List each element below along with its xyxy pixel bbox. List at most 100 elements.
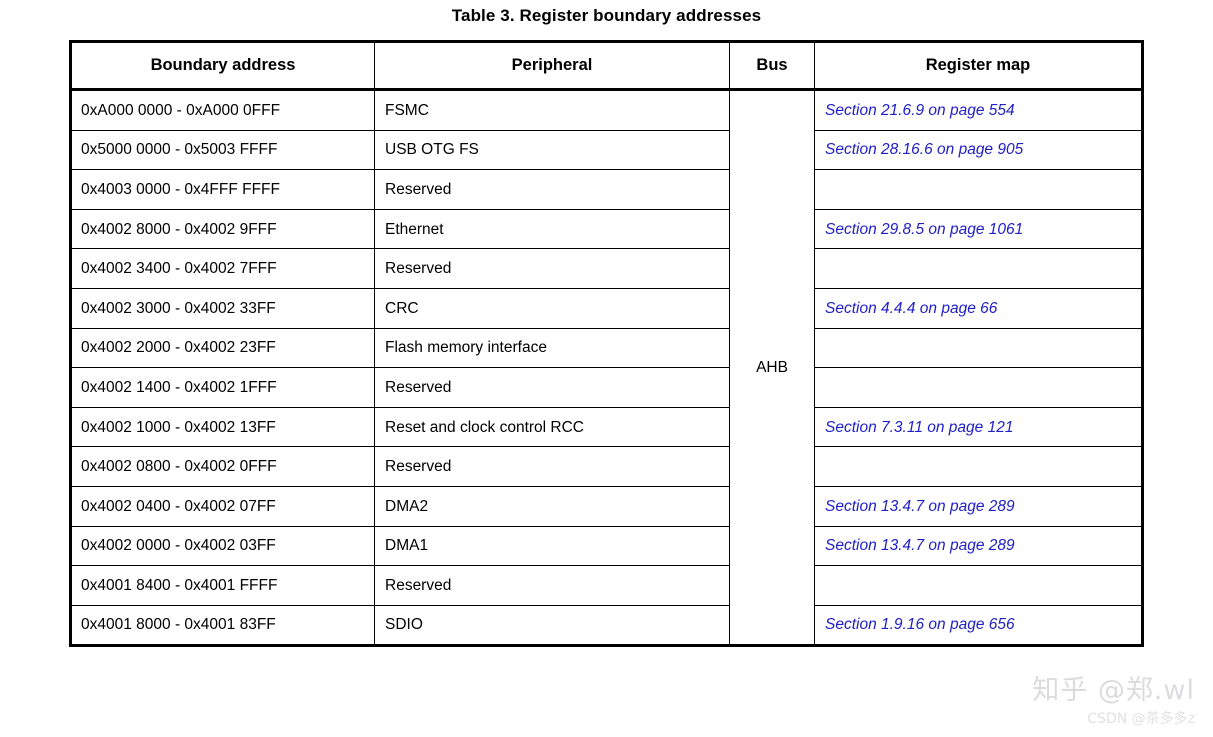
- header-row: Boundary address Peripheral Bus Register…: [69, 41, 1144, 91]
- peripheral-text: Flash memory interface: [385, 339, 547, 357]
- boundary-address-text: 0x4002 1000 - 0x4002 13FF: [81, 418, 276, 436]
- cell-peripheral: DMA2: [374, 485, 730, 527]
- peripheral-text: CRC: [385, 299, 419, 317]
- cell-register-map-empty: [814, 327, 1144, 369]
- register-map-link-text[interactable]: Section 1.9.16 on page 656: [825, 616, 1015, 634]
- peripheral-text: Reserved: [385, 260, 452, 278]
- cell-register-map-empty: [814, 169, 1144, 210]
- cell-register-map-empty: [814, 248, 1144, 289]
- cell-peripheral: CRC: [374, 287, 730, 329]
- table-row: 0x4002 1400 - 0x4002 1FFF Reserved: [69, 367, 1144, 408]
- cell-peripheral: Reserved: [374, 565, 730, 606]
- boundary-address-text: 0x4002 0800 - 0x4002 0FFF: [81, 458, 277, 476]
- cell-boundary-address: 0x4002 1400 - 0x4002 1FFF: [69, 367, 375, 408]
- peripheral-text: Ethernet: [385, 220, 444, 238]
- peripheral-text: Reserved: [385, 180, 452, 198]
- table-row: 0x4002 3000 - 0x4002 33FF CRC Section 4.4.…: [69, 287, 1144, 329]
- cell-boundary-address: 0x4002 2000 - 0x4002 23FF: [69, 327, 375, 369]
- cell-register-map-link[interactable]: Section 13.4.7 on page 289: [814, 525, 1144, 567]
- peripheral-text: Reset and clock control RCC: [385, 418, 584, 436]
- column-header-boundary-address: Boundary address: [69, 41, 375, 91]
- cell-boundary-address: 0x4003 0000 - 0x4FFF FFFF: [69, 169, 375, 210]
- cell-boundary-address: 0x4002 3400 - 0x4002 7FFF: [69, 248, 375, 289]
- table-row: 0x4002 8000 - 0x4002 9FFF Ethernet Section…: [69, 208, 1144, 250]
- column-header-peripheral: Peripheral: [374, 41, 730, 91]
- cell-boundary-address: 0x4002 0000 - 0x4002 03FF: [69, 525, 375, 567]
- register-map-link-text[interactable]: Section 4.4.4 on page 66: [825, 299, 998, 317]
- table-row: 0xA000 0000 - 0xA000 0FFF FSMC AHB Section …: [69, 88, 1144, 647]
- cell-peripheral: USB OTG FS: [374, 129, 730, 171]
- boundary-address-text: 0x4003 0000 - 0x4FFF FFFF: [81, 180, 280, 198]
- cell-peripheral: Reserved: [374, 367, 730, 408]
- table-row: 0x4002 3400 - 0x4002 7FFF Reserved: [69, 248, 1144, 289]
- boundary-address-text: 0x4002 1400 - 0x4002 1FFF: [81, 378, 277, 396]
- boundary-address-text: 0x4001 8400 - 0x4001 FFFF: [81, 576, 278, 594]
- boundary-address-text: 0xA000 0000 - 0xA000 0FFF: [81, 101, 281, 119]
- cell-boundary-address: 0x4002 0800 - 0x4002 0FFF: [69, 446, 375, 487]
- cell-boundary-address: 0x4002 0400 - 0x4002 07FF: [69, 485, 375, 527]
- cell-boundary-address: 0xA000 0000 - 0xA000 0FFF: [69, 89, 375, 131]
- table-row: 0x4002 0000 - 0x4002 03FF DMA1 Section 13.…: [69, 525, 1144, 567]
- peripheral-text: DMA1: [385, 537, 429, 555]
- boundary-address-text: 0x4002 0400 - 0x4002 07FF: [81, 497, 276, 515]
- table-body: 0xA000 0000 - 0xA000 0FFF FSMC AHB Section …: [69, 88, 1144, 648]
- cell-boundary-address: 0x4001 8400 - 0x4001 FFFF: [69, 565, 375, 606]
- table-row: 0x4002 1000 - 0x4002 13FF Reset and clock…: [69, 406, 1144, 448]
- cell-register-map-empty: [814, 446, 1144, 487]
- cell-peripheral: Reserved: [374, 446, 730, 487]
- bus-label: AHB: [756, 359, 788, 377]
- cell-register-map-link[interactable]: Section 1.9.16 on page 656: [814, 604, 1144, 648]
- table-row: 0x4003 0000 - 0x4FFF FFFF Reserved: [69, 169, 1144, 210]
- cell-bus-ahb: AHB: [729, 88, 815, 647]
- boundary-address-text: 0x4002 3000 - 0x4002 33FF: [81, 299, 276, 317]
- boundary-address-text: 0x4002 0000 - 0x4002 03FF: [81, 537, 276, 555]
- cell-peripheral: Ethernet: [374, 208, 730, 250]
- peripheral-text: Reserved: [385, 378, 452, 396]
- peripheral-text: FSMC: [385, 101, 429, 119]
- cell-boundary-address: 0x4002 8000 - 0x4002 9FFF: [69, 208, 375, 250]
- register-map-link-text[interactable]: Section 7.3.11 on page 121: [825, 418, 1014, 436]
- cell-register-map-link[interactable]: Section 21.6.9 on page 554: [814, 89, 1144, 131]
- boundary-address-text: 0x4002 8000 - 0x4002 9FFF: [81, 220, 277, 238]
- boundary-address-text: 0x5000 0000 - 0x5003 FFFF: [81, 141, 278, 159]
- cell-peripheral: SDIO: [374, 604, 730, 648]
- cell-boundary-address: 0x4002 1000 - 0x4002 13FF: [69, 406, 375, 448]
- register-map-link-text[interactable]: Section 21.6.9 on page 554: [825, 101, 1015, 119]
- page-title: Table 3. Register boundary addresses: [451, 6, 762, 25]
- cell-boundary-address: 0x5000 0000 - 0x5003 FFFF: [69, 129, 375, 171]
- cell-boundary-address: 0x4001 8000 - 0x4001 83FF: [69, 604, 375, 648]
- csdn-watermark: CSDN @茶多多z: [1087, 711, 1195, 727]
- cell-register-map-link[interactable]: Section 7.3.11 on page 121: [814, 406, 1144, 448]
- peripheral-text: Reserved: [385, 458, 452, 476]
- zhihu-watermark: 知乎 @郑.wl: [1032, 675, 1195, 706]
- boundary-address-text: 0x4001 8000 - 0x4001 83FF: [81, 616, 276, 634]
- table-row: 0x4002 2000 - 0x4002 23FF Flash memory in…: [69, 327, 1144, 369]
- table: Boundary address Peripheral Bus Register…: [69, 40, 1144, 648]
- cell-register-map-link[interactable]: Section 28.16.6 on page 905: [814, 129, 1144, 171]
- table-row: 0x4001 8400 - 0x4001 FFFF Reserved: [69, 565, 1144, 606]
- register-boundary-table: Boundary address Peripheral Bus Register…: [69, 40, 1144, 648]
- cell-peripheral: Reserved: [374, 169, 730, 210]
- peripheral-text: SDIO: [385, 616, 423, 634]
- cell-register-map-empty: [814, 565, 1144, 606]
- cell-register-map-link[interactable]: Section 29.8.5 on page 1061: [814, 208, 1144, 250]
- column-header-register-map: Register map: [814, 41, 1144, 91]
- column-header-bus: Bus: [729, 41, 815, 91]
- cell-peripheral: Reset and clock control RCC: [374, 406, 730, 448]
- cell-register-map-link[interactable]: Section 4.4.4 on page 66: [814, 287, 1144, 329]
- register-map-link-text[interactable]: Section 13.4.7 on page 289: [825, 497, 1015, 515]
- boundary-address-text: 0x4002 2000 - 0x4002 23FF: [81, 339, 276, 357]
- table-row: 0x4001 8000 - 0x4001 83FF SDIO Section 1.9…: [69, 604, 1144, 648]
- register-map-link-text[interactable]: Section 28.16.6 on page 905: [825, 141, 1024, 159]
- cell-boundary-address: 0x4002 3000 - 0x4002 33FF: [69, 287, 375, 329]
- peripheral-text: USB OTG FS: [385, 141, 479, 159]
- table-row: 0x5000 0000 - 0x5003 FFFF USB OTG FS Secti…: [69, 129, 1144, 171]
- boundary-address-text: 0x4002 3400 - 0x4002 7FFF: [81, 260, 277, 278]
- register-map-link-text[interactable]: Section 13.4.7 on page 289: [825, 537, 1015, 555]
- table-header: Boundary address Peripheral Bus Register…: [69, 41, 1144, 91]
- register-map-link-text[interactable]: Section 29.8.5 on page 1061: [825, 220, 1024, 238]
- peripheral-text: DMA2: [385, 497, 429, 515]
- cell-register-map-link[interactable]: Section 13.4.7 on page 289: [814, 485, 1144, 527]
- table-row: 0x4002 0400 - 0x4002 07FF DMA2 Section 13.…: [69, 485, 1144, 527]
- cell-peripheral: DMA1: [374, 525, 730, 567]
